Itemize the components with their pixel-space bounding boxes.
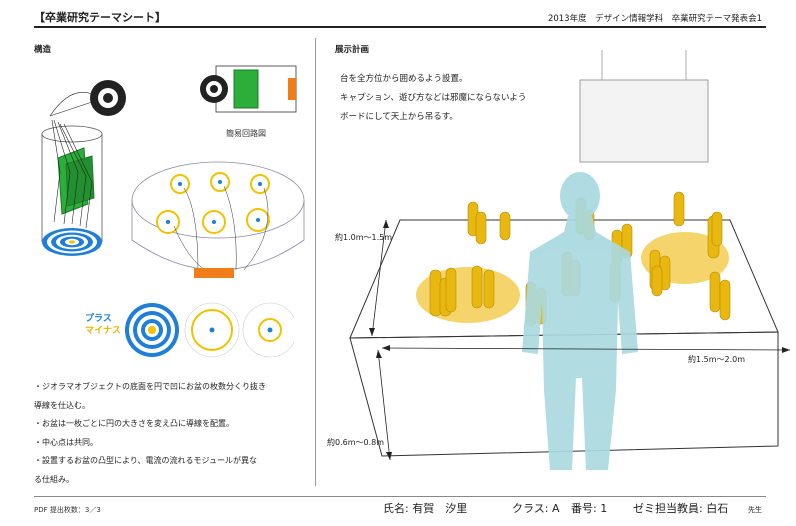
teacher-suffix: 先生 <box>748 506 762 514</box>
number-label: 番号: 1 <box>571 502 608 515</box>
electrode-legend <box>125 302 294 358</box>
student-name: 氏名: 有賀 汐里 <box>383 502 468 515</box>
hanging-board <box>579 50 709 163</box>
exhibition-heading: 展示計画 <box>335 45 370 55</box>
cylinder-diagram <box>41 80 126 256</box>
structure-heading: 構造 <box>34 45 52 55</box>
circuit-caption: 簡易回路図 <box>226 129 266 138</box>
dimension-height-lower: 約0.6m〜0.8m <box>327 438 385 447</box>
note-line: 導線を仕込む。 <box>34 400 90 410</box>
column-divider <box>315 38 316 486</box>
sheet-title: 【卒業研究テーマシート】 <box>34 11 166 24</box>
sheet-meta: 2013年度 デザイン情報学科 卒業研究テーマ発表会1 <box>547 14 762 24</box>
diorama-top-view <box>131 161 305 278</box>
note-line: る仕組み。 <box>34 474 74 484</box>
exhibition-table-drawing <box>349 172 791 470</box>
dimension-width: 約1.5m〜2.0m <box>688 355 746 364</box>
class-label: クラス: A <box>512 502 560 515</box>
legend-plus-label: プラス <box>85 314 112 324</box>
header-rule <box>34 26 766 28</box>
note-line: ・中心点は共同。 <box>34 437 98 447</box>
plan-line: 台を全方位から囲めるよう設置。 <box>340 74 468 84</box>
dimension-height-upper: 約1.0m〜1.5m <box>335 233 393 242</box>
plan-line: キャプション、遊び方などは邪魔にならないよう <box>340 93 527 103</box>
note-line: ・設置するお盆の凸型により、電流の流れるモジュールが異な <box>34 456 257 465</box>
note-line: ・お盆は一枚ごとに円の大きさを変え凸に導線を配置。 <box>34 419 234 428</box>
legend-minus-label: マイナス <box>85 326 121 336</box>
note-line: ・ジオラマオブジェクトの底面を円で凹にお盆の枚数分くり抜き <box>34 382 266 391</box>
footer-rule <box>34 496 766 497</box>
pdf-count: PDF 提出枚数：3／3 <box>34 506 101 514</box>
circuit-diagram <box>200 65 297 113</box>
teacher-label: ゼミ担当教員: 白石 <box>633 502 729 515</box>
structure-notes: ・ジオラマオブジェクトの底面を円で凹にお盆の枚数分くり抜き 導線を仕込む。 ・お… <box>34 378 306 489</box>
exhibition-plan: 台を全方位から囲めるよう設置。 キャプション、遊び方などは邪魔にならないよう ボ… <box>340 70 526 127</box>
plan-line: ボードにして天上から吊るす。 <box>340 112 458 122</box>
